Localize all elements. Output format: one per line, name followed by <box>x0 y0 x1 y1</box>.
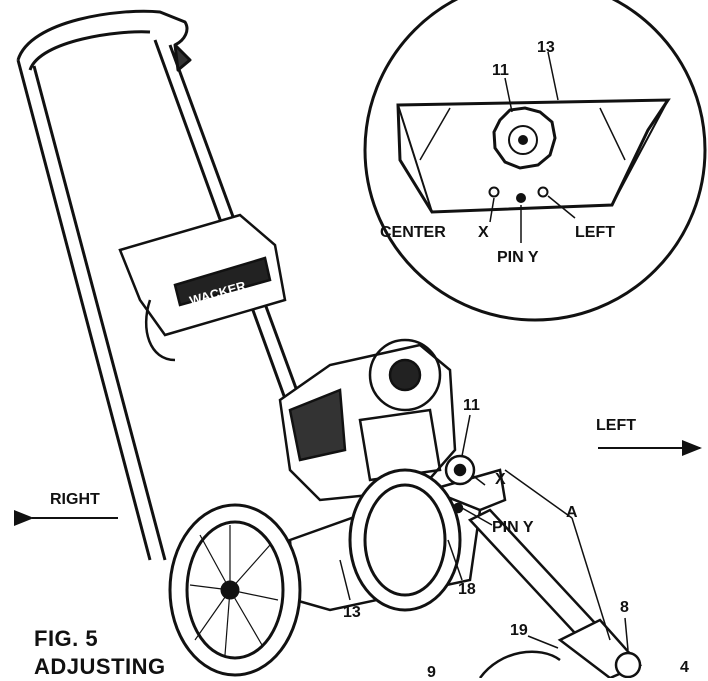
main-label-8: 8 <box>620 599 629 616</box>
inset-label-left: LEFT <box>575 224 615 241</box>
inset-label-13: 13 <box>537 39 555 56</box>
pin-y-hole <box>516 193 526 203</box>
direction-left: LEFT <box>596 417 636 434</box>
control-panel: WACKER <box>118 213 287 362</box>
inset-label-pin-y: PIN Y <box>497 249 539 266</box>
inset-label-center: CENTER <box>380 224 446 241</box>
main-label-4: 4 <box>680 659 689 676</box>
figure-number: FIG. 5 <box>34 626 99 651</box>
adjust-knob-main <box>444 454 476 514</box>
leader-lines <box>339 414 629 651</box>
left-wheel <box>168 503 302 677</box>
main-label-19: 19 <box>510 622 528 639</box>
figure-caption: ADJUSTING <box>34 654 166 679</box>
detail-inset <box>363 0 707 322</box>
main-label-pin-y: PIN Y <box>492 519 534 536</box>
engine <box>278 338 457 502</box>
main-label-x: X <box>495 471 506 488</box>
main-label-13: 13 <box>343 604 361 621</box>
main-label-18: 18 <box>458 581 476 598</box>
hole-center <box>488 186 500 198</box>
main-label-9: 9 <box>427 664 436 681</box>
main-label-a: A <box>566 504 578 521</box>
adjust-knob-inset <box>492 106 557 170</box>
right-wheel <box>348 468 462 612</box>
inset-label-x: X <box>478 224 489 241</box>
trimmer-shaft <box>467 508 643 678</box>
hole-left <box>537 186 549 198</box>
direction-right: RIGHT <box>50 491 100 508</box>
inset-label-11: 11 <box>492 62 509 79</box>
main-label-11: 11 <box>463 397 480 414</box>
